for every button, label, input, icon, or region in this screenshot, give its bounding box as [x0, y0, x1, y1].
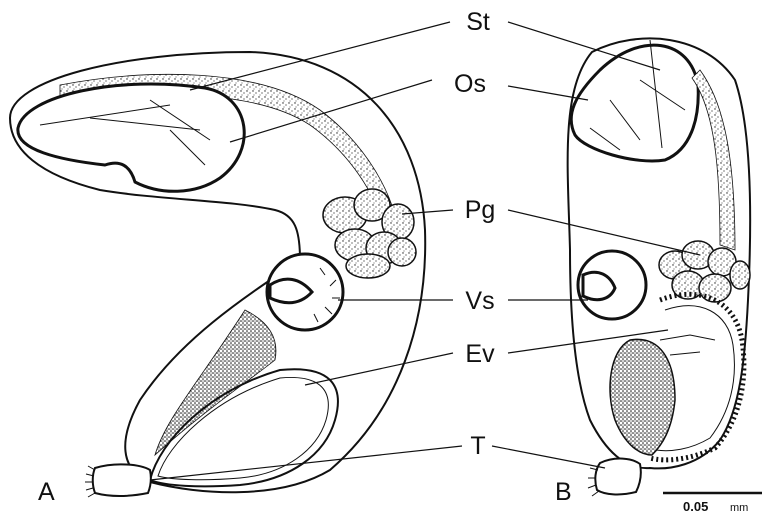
specimen-b — [568, 38, 751, 496]
label-pg: Pg — [465, 196, 496, 224]
scale-value: 0.05 — [683, 499, 708, 514]
scale-unit: mm — [730, 502, 748, 514]
scale-bar: 0.05 mm — [663, 493, 762, 514]
tail-a — [85, 464, 151, 497]
oral-sucker-a — [18, 84, 244, 191]
label-vs: Vs — [465, 287, 494, 315]
tail-b — [588, 459, 641, 496]
label-st: St — [466, 8, 490, 36]
label-ev: Ev — [465, 340, 495, 368]
specimen-a — [10, 52, 425, 497]
label-t: T — [470, 432, 485, 460]
panel-label-a: A — [38, 478, 55, 506]
panel-label-b: B — [555, 478, 572, 506]
label-os: Os — [454, 70, 486, 98]
